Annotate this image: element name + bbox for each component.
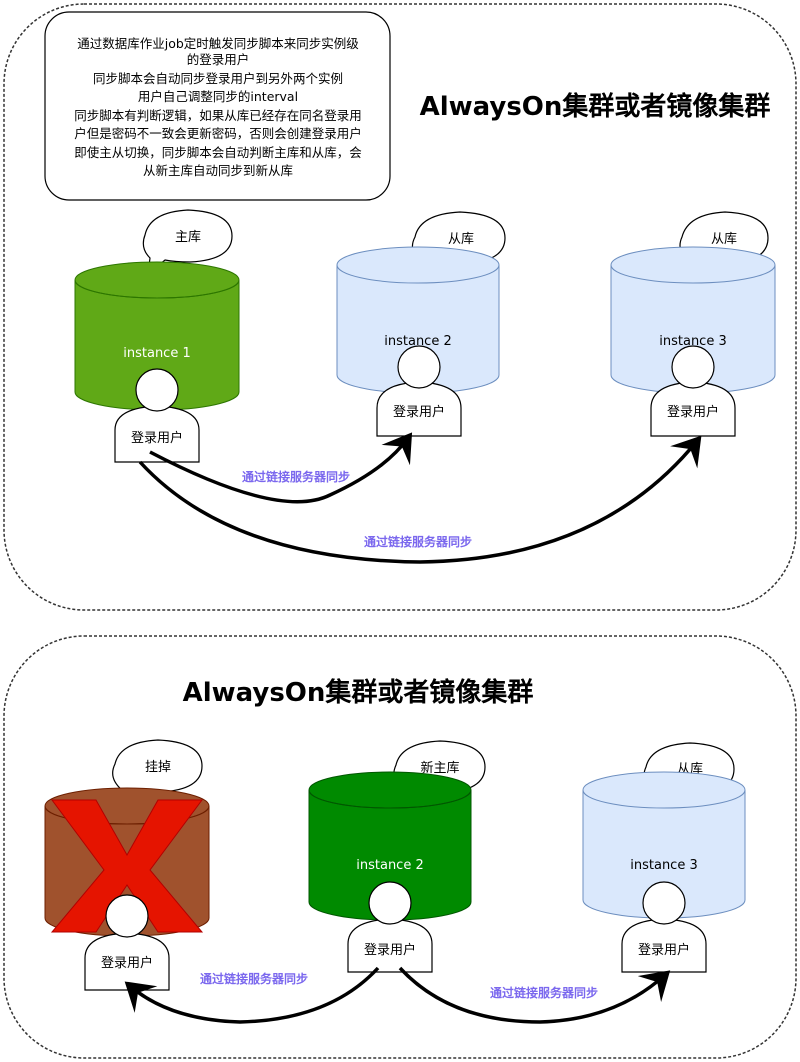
- note-line: 用户自己调整同步的interval: [138, 89, 298, 104]
- user-label: 登录用户: [667, 404, 719, 420]
- panel-bottom-title: AlwaysOn集群或者镜像集群: [183, 677, 534, 708]
- database-cylinder: [610, 246, 776, 394]
- user-icon: [376, 345, 462, 437]
- panel-top-title: AlwaysOn集群或者镜像集群: [420, 91, 771, 122]
- user-icon: [650, 345, 736, 437]
- note-text: 通过数据库作业job定时触发同步脚本来同步实例级 的登录用户 同步脚本会自动同步…: [74, 36, 362, 178]
- panel-top: 通过数据库作业job定时触发同步脚本来同步实例级 的登录用户 同步脚本会自动同步…: [3, 3, 797, 611]
- user-icon: [347, 881, 433, 973]
- bubble-label: 从库: [448, 231, 474, 247]
- arrow-label: 通过链接服务器同步: [490, 985, 598, 1000]
- node-instance-2-new-primary: 新主库 instance 2 登录用户: [308, 740, 486, 973]
- failed-x-icon: [50, 799, 204, 933]
- database-cylinder: [336, 246, 500, 394]
- user-label: 登录用户: [638, 942, 690, 958]
- bubble-label: 挂掉: [145, 760, 171, 775]
- user-icon: [84, 894, 170, 991]
- user-label: 登录用户: [393, 404, 445, 420]
- arrow-label: 通过链接服务器同步: [242, 469, 350, 484]
- instance-label: instance 1: [123, 346, 190, 361]
- node-instance-2: 从库 instance 2 登录用户: [336, 211, 506, 437]
- user-label: 登录用户: [131, 430, 183, 446]
- database-cylinder: [582, 771, 746, 919]
- note-line: 同步脚本会自动同步登录用户到另外两个实例: [93, 71, 343, 86]
- instance-label: instance 3: [659, 334, 726, 349]
- sync-arrow-to-instance-3: [398, 966, 671, 1024]
- database-cylinder: [74, 261, 240, 411]
- bubble-label: 从库: [711, 231, 737, 247]
- user-icon: [114, 368, 200, 463]
- panel-top-frame: [3, 3, 797, 611]
- note-line: 通过数据库作业job定时触发同步脚本来同步实例级: [77, 36, 359, 51]
- sync-arrow-to-instance-2: [149, 432, 413, 504]
- node-failed: 挂掉 登录用户: [44, 739, 210, 991]
- bubble-label: 主库: [175, 229, 201, 245]
- sync-arrow-to-instance-3: [138, 435, 702, 564]
- panel-bottom: AlwaysOn集群或者镜像集群 挂掉 登录用户 新主库: [3, 635, 797, 1059]
- instance-label: instance 2: [384, 334, 451, 349]
- instance-label: instance 3: [630, 858, 697, 873]
- note-line: 的登录用户: [187, 52, 250, 67]
- instance-label: instance 2: [356, 858, 423, 873]
- node-instance-3: 从库 instance 3 登录用户: [582, 742, 746, 973]
- database-cylinder: [308, 771, 472, 921]
- note-box: [44, 11, 391, 201]
- node-instance-1: 主库 instance 1 登录用户: [74, 209, 240, 463]
- user-label: 登录用户: [364, 942, 416, 958]
- bubble-label: 新主库: [420, 760, 459, 776]
- node-instance-3: 从库 instance 3 登录用户: [610, 211, 776, 437]
- note-line: 即使主从切换，同步脚本会自动判断主库和从库，会: [74, 145, 362, 160]
- user-icon: [621, 881, 707, 973]
- user-label: 登录用户: [101, 955, 153, 971]
- speech-bubble: [142, 209, 233, 276]
- arrow-label: 通过链接服务器同步: [200, 971, 308, 986]
- note-line: 户但是密码不一致会更新密码，否则会创建登录用户: [74, 126, 362, 141]
- arrow-label: 通过链接服务器同步: [364, 534, 472, 549]
- note-line: 从新主库自动同步到新从库: [143, 163, 293, 178]
- note-line: 同步脚本有判断逻辑，如果从库已经存在同名登录用: [74, 108, 362, 123]
- sync-arrow-to-failed: [124, 966, 380, 1024]
- panel-bottom-frame: [3, 635, 797, 1059]
